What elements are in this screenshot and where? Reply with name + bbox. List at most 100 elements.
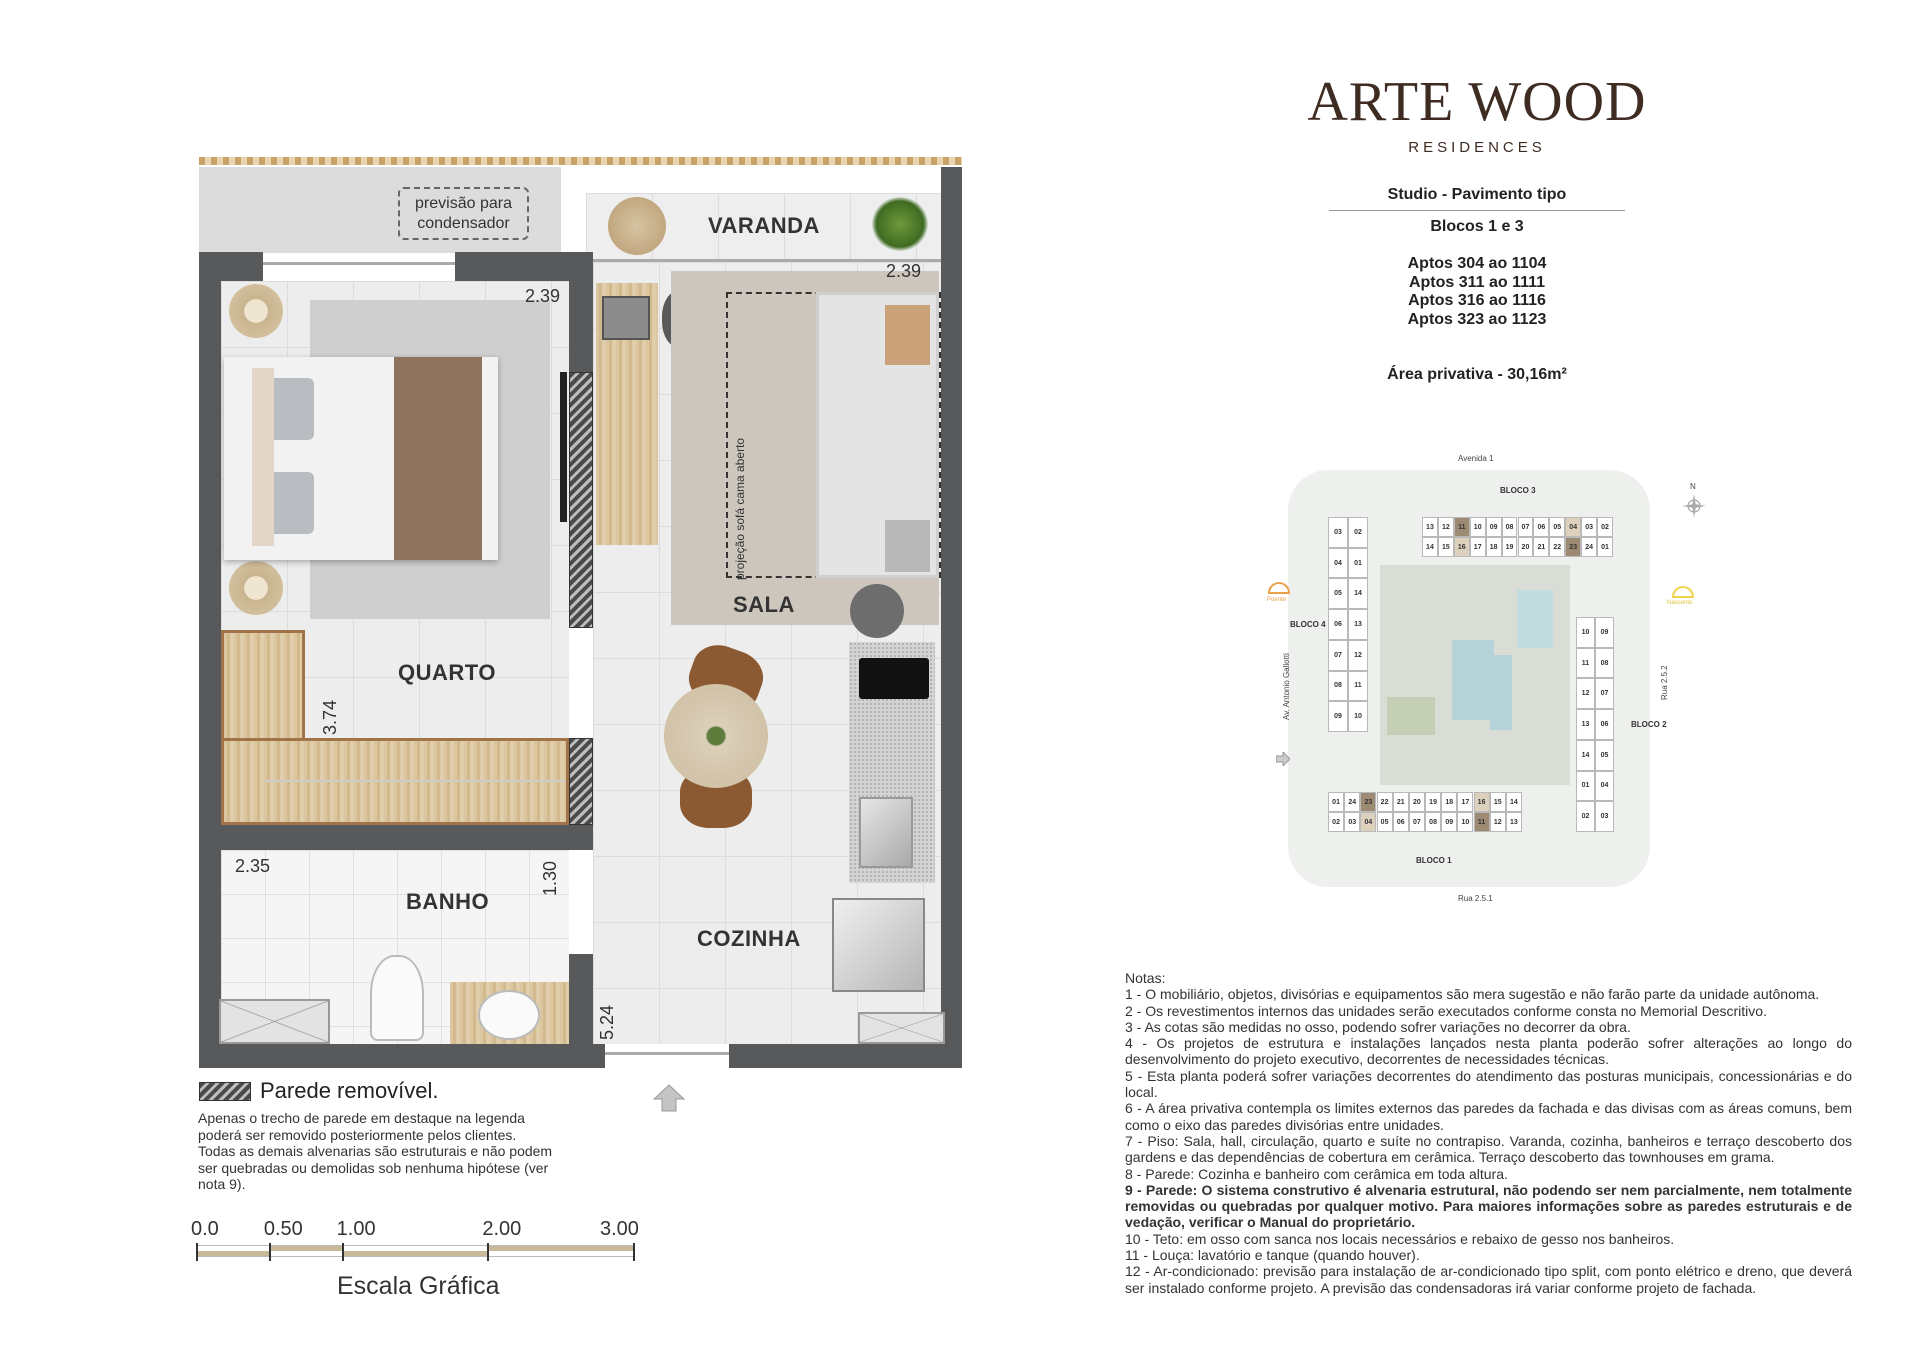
site-unit-b1-22: 22 xyxy=(1376,792,1393,812)
sun-east-label: Nascente xyxy=(1667,600,1693,606)
street-top: Avenida 1 xyxy=(1458,454,1494,463)
brand-sub: RESIDENCES xyxy=(1408,139,1546,156)
scale-label: 1.00 xyxy=(336,1218,376,1240)
site-unit-b4-13: 13 xyxy=(1348,609,1368,640)
room-label-cozinha: COZINHA xyxy=(697,926,801,951)
wall-top-quarto-b xyxy=(455,252,593,281)
info-apto-2: Aptos 311 ao 1111 xyxy=(1408,274,1546,291)
site-unit-b3-02: 02 xyxy=(1597,517,1613,537)
site-unit-b4-07: 07 xyxy=(1328,639,1348,671)
wardrobe-rod xyxy=(265,780,565,782)
street-right: Rua 2.5.2 xyxy=(1660,665,1669,700)
site-unit-b1-13: 13 xyxy=(1505,812,1522,832)
site-unit-b3-07: 07 xyxy=(1517,517,1534,537)
pool xyxy=(1490,655,1512,730)
scale-label: 2.00 xyxy=(482,1218,522,1240)
scale-tick xyxy=(341,1243,344,1261)
bed-throw xyxy=(394,357,482,560)
site-unit-b4-08: 08 xyxy=(1328,670,1348,702)
site-unit-b1-06: 06 xyxy=(1392,812,1409,832)
sun-west-label: Poente xyxy=(1267,597,1287,603)
north-label: N xyxy=(1690,482,1696,491)
shaft-box xyxy=(858,1012,945,1044)
removable-wall-1 xyxy=(569,372,593,628)
scale-label: 0.50 xyxy=(263,1218,303,1240)
note-5: 5 - Esta planta poderá sofrer variações … xyxy=(1125,1067,1852,1101)
condensador-label-1: previsão para xyxy=(415,195,512,212)
site-unit-b1-14: 14 xyxy=(1505,792,1522,812)
site-unit-b1-03: 03 xyxy=(1344,812,1361,832)
wall-top-quarto-a xyxy=(199,252,263,281)
site-unit-b3-11: 11 xyxy=(1453,517,1470,537)
site-unit-b4-11: 11 xyxy=(1348,670,1368,702)
site-unit-b1-15: 15 xyxy=(1489,792,1506,812)
pool xyxy=(1517,590,1553,648)
note-7: 7 - Piso: Sala, hall, circulação, quarto… xyxy=(1125,1132,1852,1166)
info-apto-4: Aptos 323 ao 1123 xyxy=(1407,311,1547,328)
info-blocks: Blocos 1 e 3 xyxy=(1430,218,1524,235)
varanda-glass-door xyxy=(593,259,941,262)
sofa-pillow xyxy=(885,305,930,365)
condensador-box: previsão para condensador xyxy=(398,187,529,240)
scale-segment xyxy=(342,1245,489,1257)
scale-title: Escala Gráfica xyxy=(337,1272,500,1300)
plant xyxy=(872,197,928,251)
wood-deck-strip xyxy=(199,157,962,165)
legend-title: Parede removível. xyxy=(260,1078,439,1103)
tv xyxy=(560,372,567,522)
varanda-pouf xyxy=(608,197,666,255)
site-unit-b4-01: 01 xyxy=(1348,547,1368,579)
nightstand xyxy=(229,561,283,615)
info-title: Studio - Pavimento tipo xyxy=(1387,186,1567,203)
sofa-pillow xyxy=(885,520,930,572)
fridge xyxy=(832,898,925,992)
entry-door xyxy=(605,1052,729,1055)
wall-bottom-left xyxy=(199,1044,605,1068)
sun-east-icon xyxy=(1672,586,1694,598)
condensador-label-2: condensador xyxy=(417,215,510,232)
dim-total-height: 5.24 xyxy=(597,1004,617,1040)
site-unit-b2-08: 08 xyxy=(1595,647,1614,679)
site-unit-b4-02: 02 xyxy=(1348,517,1368,548)
site-unit-b3-14: 14 xyxy=(1422,537,1438,557)
room-label-banho: BANHO xyxy=(406,889,490,914)
site-unit-b3-06: 06 xyxy=(1533,517,1550,537)
room-label-sala: SALA xyxy=(733,592,795,617)
site-unit-b1-23: 23 xyxy=(1360,792,1377,812)
site-unit-b1-21: 21 xyxy=(1392,792,1409,812)
site-unit-b3-18: 18 xyxy=(1485,537,1502,557)
site-unit-b2-10: 10 xyxy=(1576,617,1595,648)
site-unit-b2-05: 05 xyxy=(1595,739,1614,771)
scale-tick xyxy=(633,1243,635,1261)
info-apto-1: Aptos 304 ao 1104 xyxy=(1407,255,1547,272)
site-unit-b2-02: 02 xyxy=(1576,801,1595,832)
site-unit-b1-09: 09 xyxy=(1441,812,1458,832)
scale-tick xyxy=(196,1243,198,1261)
north-arrow-icon xyxy=(652,1083,686,1113)
notes-title: Notas: xyxy=(1125,970,1166,986)
lawn xyxy=(1387,697,1435,735)
brand-logo: ARTE WOOD xyxy=(1307,71,1647,133)
note-8: 8 - Parede: Cozinha e banheiro com cerâm… xyxy=(1125,1165,1508,1182)
site-unit-b1-12: 12 xyxy=(1489,812,1506,832)
note-10: 10 - Teto: em osso com sanca nos locais … xyxy=(1125,1230,1675,1247)
compass-icon xyxy=(1682,494,1706,518)
site-unit-b2-13: 13 xyxy=(1576,709,1595,740)
note-2: 2 - Os revestimentos internos das unidad… xyxy=(1125,1002,1767,1019)
site-unit-b2-07: 07 xyxy=(1595,678,1614,710)
dim-banho-height: 1.30 xyxy=(540,860,560,896)
site-unit-b2-04: 04 xyxy=(1595,770,1614,802)
dim-sala-width: 2.39 xyxy=(886,261,922,281)
site-unit-b3-24: 24 xyxy=(1581,537,1598,557)
site-unit-b3-20: 20 xyxy=(1517,537,1534,557)
site-unit-b2-06: 06 xyxy=(1595,709,1614,740)
site-unit-b2-12: 12 xyxy=(1576,678,1595,710)
kitchen-sink xyxy=(859,797,913,868)
dim-banho-width: 2.35 xyxy=(235,856,271,876)
side-table xyxy=(850,584,904,638)
street-left: Av. Antonio Gallotti xyxy=(1282,653,1291,720)
site-unit-b3-21: 21 xyxy=(1533,537,1550,557)
pillow xyxy=(268,378,314,440)
notes: Notas: 1 - O mobiliário, objetos, divisó… xyxy=(1125,970,1852,1296)
wall-bottom-right xyxy=(729,1044,962,1068)
